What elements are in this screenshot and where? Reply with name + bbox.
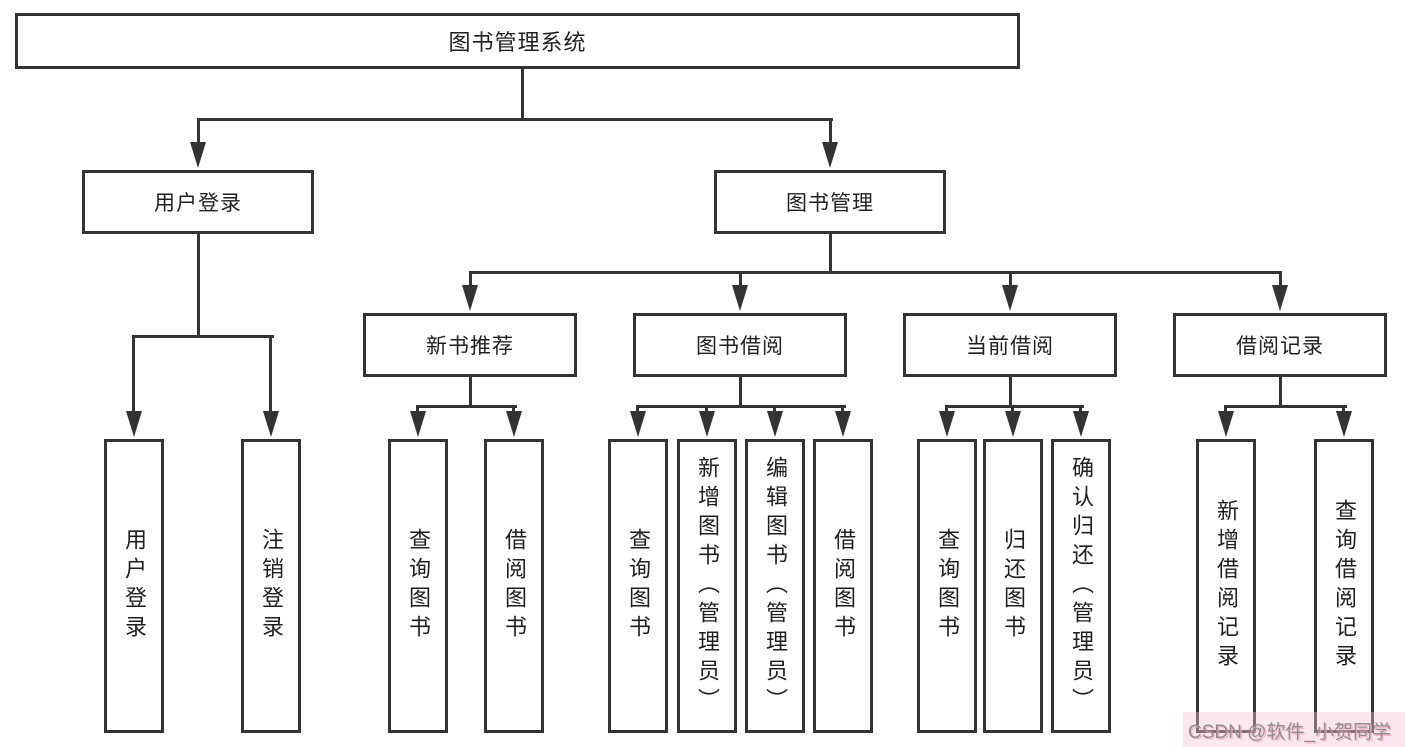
connector-line [1079, 405, 1082, 413]
leaf-label: 查询图书 [935, 528, 960, 644]
arrowhead-down-icon [126, 411, 142, 437]
connector-line [1011, 405, 1014, 413]
connector-line [469, 377, 472, 408]
leaf-logout: 注销登录 [241, 439, 301, 733]
arrowhead-down-icon [1002, 285, 1018, 311]
connector-line [829, 118, 832, 144]
connector-line [739, 377, 742, 408]
connector-line [469, 271, 472, 287]
leaf-add-book-admin: 新增图书（管理员） [677, 439, 737, 733]
node-borrow-record: 借阅记录 [1173, 313, 1387, 377]
leaf-query-borrow-record: 查询借阅记录 [1314, 439, 1374, 733]
connector-line [841, 405, 844, 413]
leaf-borrow-book: 借阅图书 [813, 439, 873, 733]
leaf-query-book-newbook: 查询图书 [388, 439, 448, 733]
node-label: 图书借阅 [696, 335, 784, 358]
node-library-system: 图书管理系统 [15, 13, 1020, 69]
connector-line [637, 405, 846, 408]
node-current-borrow: 当前借阅 [903, 313, 1117, 377]
arrowhead-down-icon [1218, 411, 1234, 437]
leaf-label: 用户登录 [122, 528, 147, 644]
connector-line [945, 405, 948, 413]
leaf-confirm-return-admin: 确认归还（管理员） [1051, 439, 1111, 733]
connector-line [469, 271, 1282, 274]
node-label: 图书管理系统 [448, 30, 587, 55]
arrowhead-down-icon [699, 411, 715, 437]
node-book-borrow: 图书借阅 [633, 313, 847, 377]
leaf-label: 借阅图书 [502, 528, 527, 644]
leaf-label: 查询图书 [406, 528, 431, 644]
arrowhead-down-icon [1336, 411, 1352, 437]
arrowhead-down-icon [462, 285, 478, 311]
node-label: 用户登录 [154, 192, 242, 215]
connector-line [1009, 271, 1012, 287]
leaf-label: 新增借阅记录 [1214, 499, 1239, 673]
arrowhead-down-icon [630, 411, 646, 437]
connector-line [197, 118, 833, 121]
watermark: CSDN @软件_小贺同学 [1188, 722, 1391, 743]
connector-line [829, 234, 832, 274]
arrowhead-down-icon [506, 411, 522, 437]
connector-line [416, 405, 419, 413]
connector-line [197, 118, 200, 144]
leaf-label: 查询图书 [626, 528, 651, 644]
leaf-edit-book-admin: 编辑图书（管理员） [745, 439, 805, 733]
node-label: 当前借阅 [966, 335, 1054, 358]
leaf-label: 注销登录 [259, 528, 284, 644]
connector-line [1279, 377, 1282, 408]
connector-line [1342, 405, 1345, 413]
connector-line [197, 234, 200, 338]
arrowhead-down-icon [1005, 411, 1021, 437]
arrowhead-down-icon [835, 411, 851, 437]
leaf-return-book: 归还图书 [983, 439, 1043, 733]
arrowhead-down-icon [1073, 411, 1089, 437]
node-label: 图书管理 [786, 192, 874, 215]
leaf-label: 编辑图书（管理员） [763, 455, 788, 717]
connector-line [946, 405, 1084, 408]
connector-line [1225, 405, 1347, 408]
arrowhead-down-icon [732, 285, 748, 311]
watermark-highlight [1183, 712, 1405, 747]
leaf-query-book-borrow: 查询图书 [608, 439, 668, 733]
connector-line [417, 405, 517, 408]
leaf-borrow-book-newbook: 借阅图书 [484, 439, 544, 733]
leaf-query-book-current: 查询图书 [917, 439, 977, 733]
leaf-add-borrow-record: 新增借阅记录 [1196, 439, 1256, 733]
leaf-label: 新增图书（管理员） [695, 455, 720, 717]
arrowhead-down-icon [822, 142, 838, 168]
connector-line [773, 405, 776, 413]
leaf-label: 借阅图书 [831, 528, 856, 644]
connector-line [133, 335, 274, 338]
connector-line [132, 335, 135, 412]
arrowhead-down-icon [939, 411, 955, 437]
node-user-login: 用户登录 [82, 170, 314, 234]
leaf-label: 确认归还（管理员） [1069, 455, 1094, 717]
connector-line [269, 335, 272, 412]
connector-line [521, 69, 524, 120]
arrowhead-down-icon [767, 411, 783, 437]
leaf-label: 查询借阅记录 [1332, 499, 1357, 673]
arrowhead-down-icon [190, 142, 206, 168]
connector-line [739, 271, 742, 287]
leaf-label: 归还图书 [1001, 528, 1026, 644]
node-new-book-recommend: 新书推荐 [363, 313, 577, 377]
leaf-user-login: 用户登录 [104, 439, 164, 733]
node-label: 新书推荐 [426, 335, 514, 358]
arrowhead-down-icon [410, 411, 426, 437]
connector-line [512, 405, 515, 413]
arrowhead-down-icon [1272, 285, 1288, 311]
connector-line [1279, 271, 1282, 287]
arrowhead-down-icon [263, 411, 279, 437]
connector-line [705, 405, 708, 413]
connector-line [1224, 405, 1227, 413]
node-book-management: 图书管理 [714, 170, 946, 234]
connector-line [1009, 377, 1012, 408]
connector-line [636, 405, 639, 413]
node-label: 借阅记录 [1236, 335, 1324, 358]
